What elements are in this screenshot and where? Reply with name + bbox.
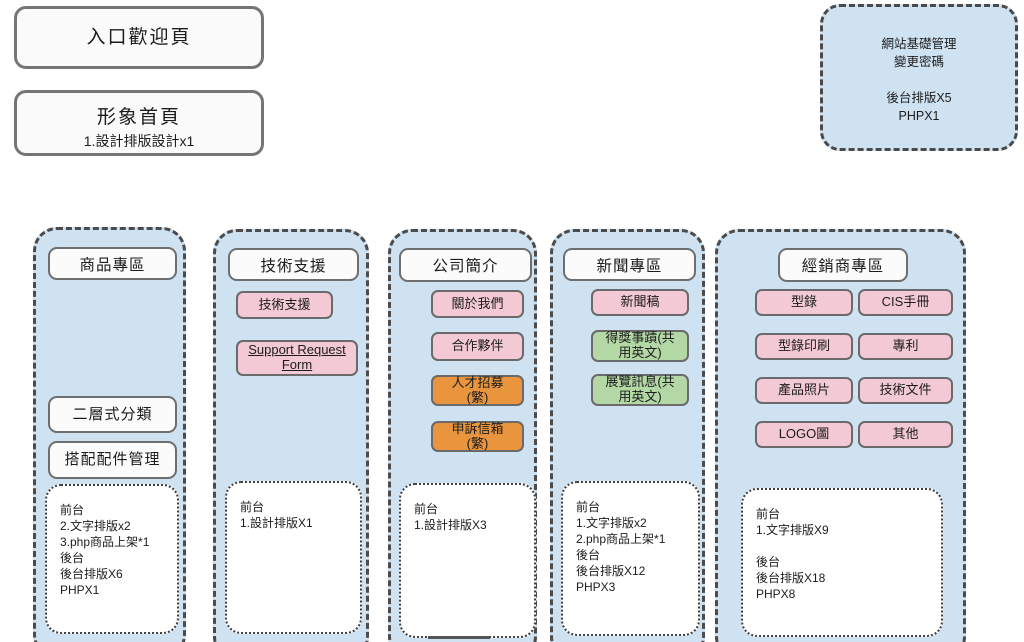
image-homepage-subtitle: 1.設計排版設計x1 (83, 133, 195, 149)
product-zone-header: 商品專區 (48, 247, 177, 280)
news-zone-header: 新聞專區 (563, 248, 696, 281)
note-line: 2.文字排版x2 (60, 519, 131, 533)
two-level-category-node: 二層式分類 (48, 396, 177, 433)
catalog-node: 型錄 (755, 289, 853, 316)
awards-label: 得獎事蹟(共 (605, 330, 675, 346)
tech-support-column: 技術支援 技術支援 Support Request Form 前台 1.設計排版X… (213, 229, 369, 642)
note-line: 後台排版X6 (60, 567, 123, 581)
bottom-partial-box-edge (428, 636, 490, 639)
note-line: PHPX8 (756, 587, 796, 601)
image-homepage-node: 形象首頁 1.設計排版設計x1 (14, 90, 264, 156)
note-line: 後台排版X18 (756, 571, 826, 585)
note-line (823, 71, 1015, 89)
press-release-node: 新聞稿 (591, 289, 689, 316)
technical-docs-node: 技術文件 (858, 377, 953, 404)
tech-support-header: 技術支援 (228, 248, 359, 281)
note-line (756, 539, 933, 555)
note-line: 後台 (576, 548, 601, 562)
product-zone-column: 商品專區 二層式分類 搭配配件管理 前台 2.文字排版x2 3.php商品上架*1 後… (33, 227, 186, 642)
tech-support-note: 前台 1.設計排版X1 (225, 481, 362, 634)
logo-image-node: LOGO圖 (755, 421, 853, 448)
note-line: 網站基礎管理 (881, 37, 957, 51)
others-node: 其他 (858, 421, 953, 448)
partners-node: 合作夥伴 (431, 332, 524, 361)
note-line: 後台 (756, 555, 781, 569)
note-line: 變更密碼 (893, 55, 944, 70)
awards-label-suffix: 用英文) (618, 345, 662, 360)
complaint-mailbox-label: 申訴信箱 (451, 420, 504, 436)
recruitment-label-suffix: (繁) (466, 389, 489, 405)
note-line: PHPX1 (898, 109, 940, 124)
exhibition-info-label-suffix: 用英文) (618, 389, 662, 404)
entry-welcome-page-node: 入口歡迎頁 (14, 6, 264, 69)
note-line: 1.文字排版X9 (756, 523, 829, 537)
note-line: 前台 (576, 500, 601, 514)
note-line: 1.設計排版X1 (240, 516, 313, 530)
news-zone-column: 新聞專區 新聞稿 得獎事蹟(共 用英文) 展覽訊息(共 用英文) 前台 1.文字排… (550, 229, 705, 642)
note-line: 2.php商品上架*1 (576, 532, 666, 546)
note-line: 前台 (414, 502, 439, 516)
company-intro-note: 前台 1.設計排版X3 (399, 483, 536, 638)
note-line: 後台排版X5 (886, 91, 952, 106)
note-line: 1.設計排版X3 (414, 518, 487, 532)
support-request-form-node: Support Request Form (236, 340, 358, 376)
company-intro-header: 公司簡介 (399, 248, 532, 282)
note-line: PHPX1 (60, 583, 100, 597)
image-homepage-title: 形象首頁 (96, 107, 181, 128)
exhibition-info-node: 展覽訊息(共 用英文) (591, 374, 689, 406)
note-line: 3.php商品上架*1 (60, 535, 150, 549)
recruitment-node: 人才招募 (繁) (431, 375, 524, 406)
complaint-mailbox-node: 申訴信箱 (繁) (431, 421, 524, 452)
note-line: PHPX3 (576, 580, 616, 594)
note-line: 前台 (756, 507, 781, 521)
product-photos-node: 產品照片 (755, 377, 853, 404)
note-line: 1.文字排版x2 (576, 516, 647, 530)
tech-support-node: 技術支援 (236, 291, 333, 319)
note-line: 後台排版X12 (576, 564, 646, 578)
recruitment-label: 人才招募 (451, 374, 504, 390)
patent-node: 專利 (858, 333, 953, 360)
company-intro-column: 公司簡介 關於我們 合作夥伴 人才招募 (繁) 申訴信箱 (繁) 前台 1.設計排… (388, 229, 537, 642)
note-line: 後台 (60, 551, 85, 565)
catalog-print-node: 型錄印刷 (755, 333, 853, 360)
cis-manual-node: CIS手冊 (858, 289, 953, 316)
exhibition-info-label: 展覽訊息(共 (605, 374, 675, 390)
entry-welcome-page-title: 入口歡迎頁 (86, 27, 192, 48)
about-us-node: 關於我們 (431, 290, 524, 318)
accessory-management-node: 搭配配件管理 (48, 441, 177, 479)
complaint-mailbox-label-suffix: (繁) (466, 435, 489, 451)
note-line: 前台 (60, 503, 85, 517)
note-line: 前台 (240, 500, 265, 514)
dealer-zone-header: 經銷商專區 (778, 248, 908, 282)
awards-node: 得獎事蹟(共 用英文) (591, 330, 689, 362)
dealer-zone-column: 經銷商專區 型錄 CIS手冊 型錄印刷 專利 產品照片 技術文件 LOGO圖 其… (715, 229, 966, 642)
